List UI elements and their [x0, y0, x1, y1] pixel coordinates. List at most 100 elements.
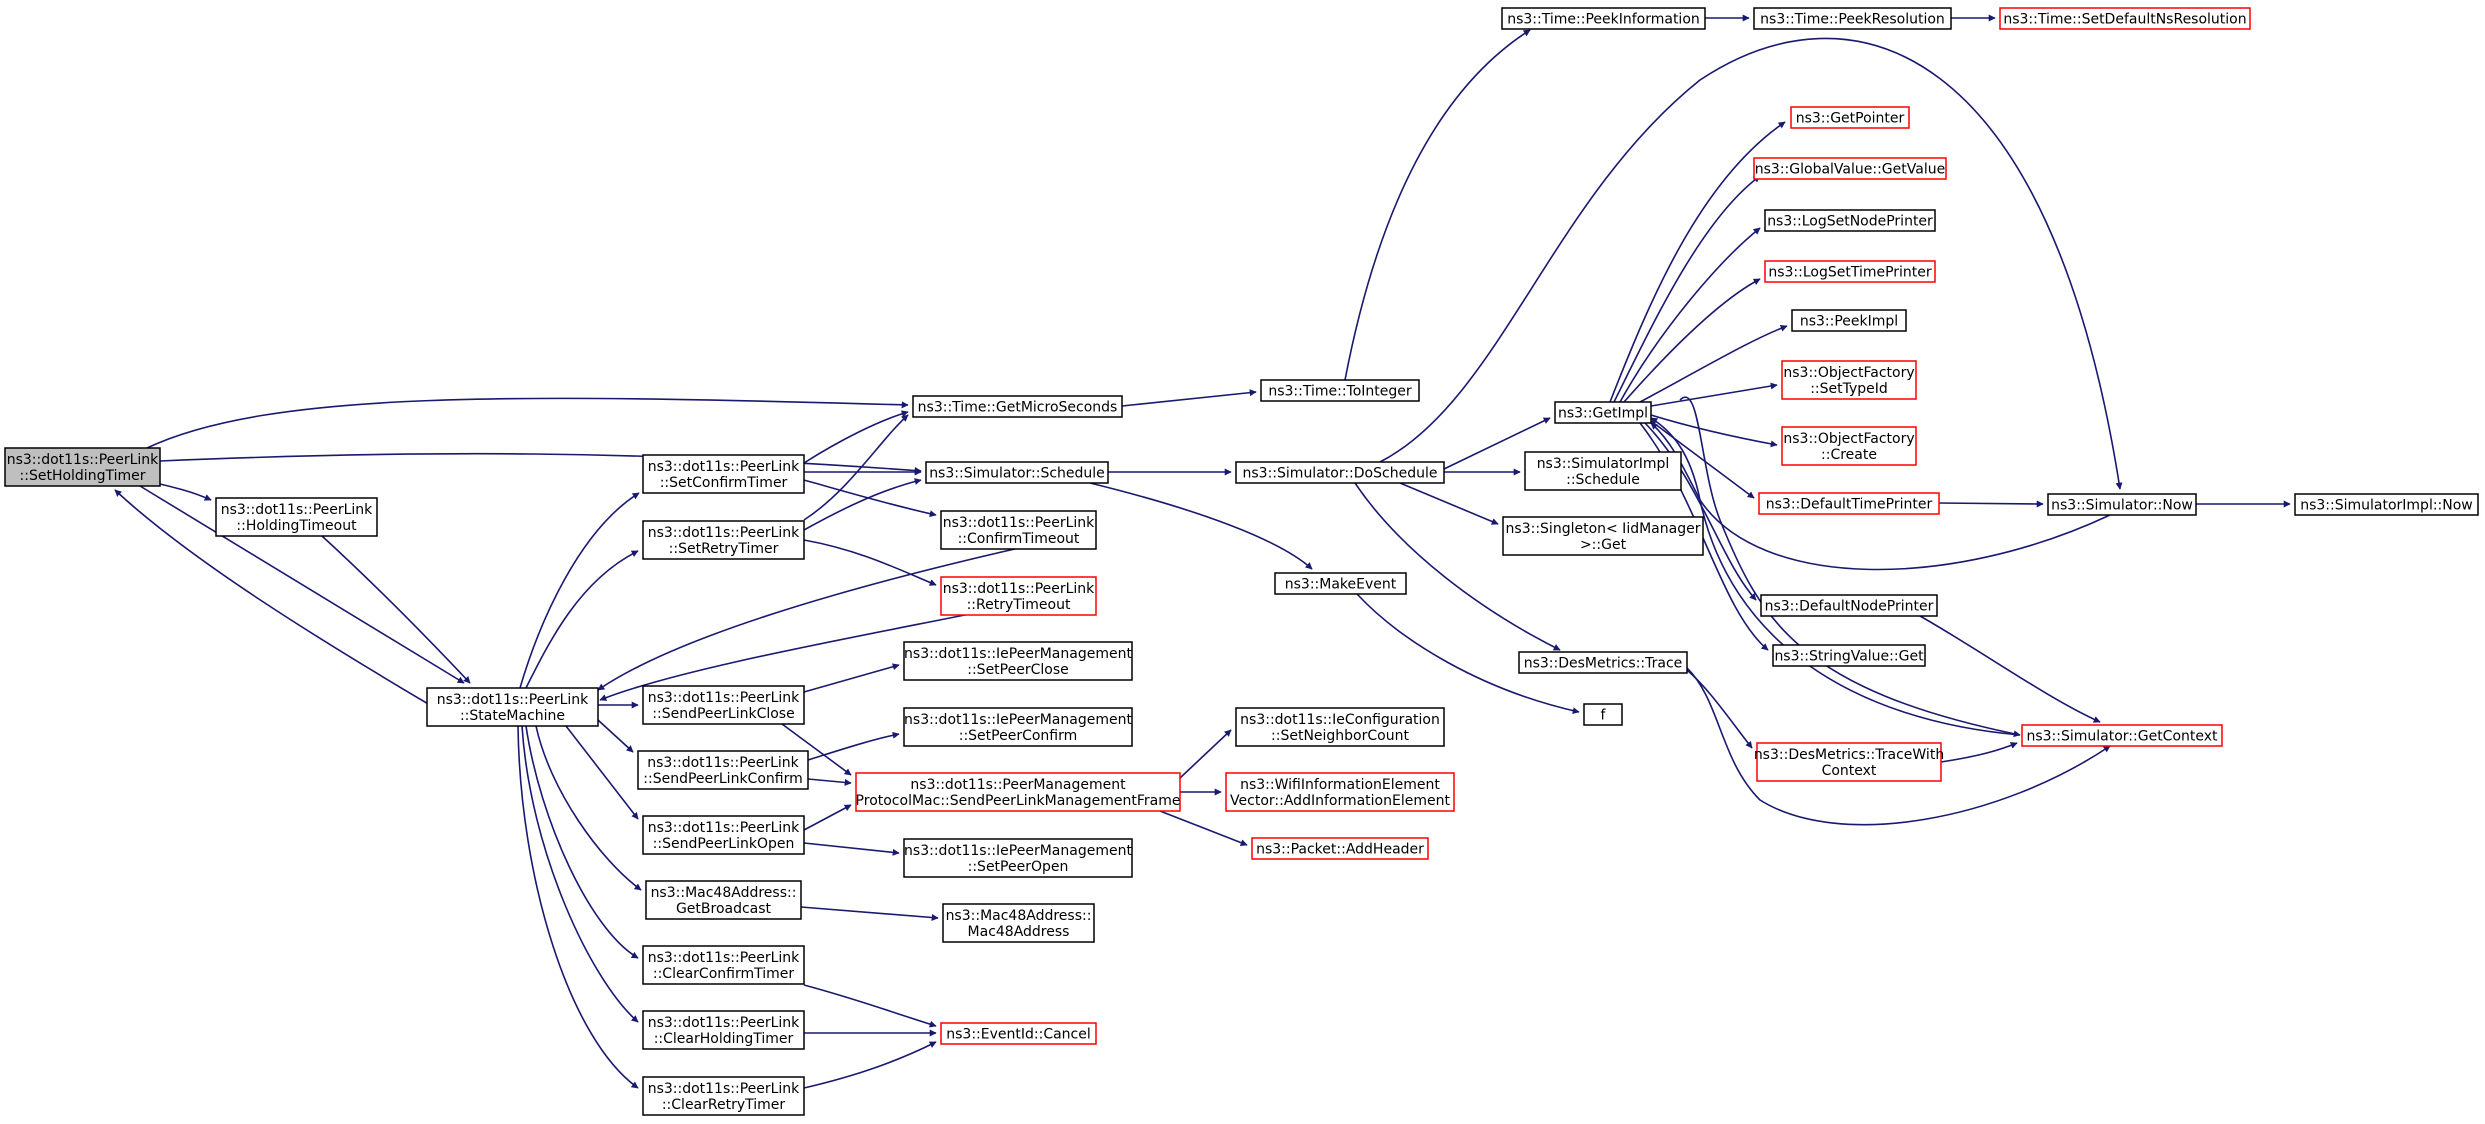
node-setneighbor[interactable]: ns3::dot11s::IeConfiguration::SetNeighbo…	[1235, 707, 1445, 747]
node-box[interactable]	[426, 687, 599, 727]
node-stringvalue[interactable]: ns3::StringValue::Get	[1772, 644, 1926, 667]
node-simnow[interactable]: ns3::Simulator::Now	[2047, 493, 2197, 516]
node-box[interactable]	[1251, 837, 1429, 860]
node-box[interactable]	[1753, 7, 1952, 30]
node-root[interactable]: ns3::dot11s::PeerLink::SetHoldingTimer	[4, 447, 161, 487]
node-getcontext[interactable]: ns3::Simulator::GetContext	[2021, 724, 2223, 747]
node-setpeeropen[interactable]: ns3::dot11s::IePeerManagement::SetPeerOp…	[903, 838, 1133, 878]
node-box[interactable]	[1758, 492, 1940, 515]
node-logtime[interactable]: ns3::LogSetTimePrinter	[1764, 260, 1936, 283]
node-box[interactable]	[4, 447, 161, 487]
node-schedule[interactable]: ns3::Simulator::Schedule	[925, 461, 1109, 484]
node-sendconfirm[interactable]: ns3::dot11s::PeerLink::SendPeerLinkConfi…	[637, 750, 809, 790]
node-ofsettypeid[interactable]: ns3::ObjectFactory::SetTypeId	[1781, 360, 1917, 400]
node-box[interactable]	[642, 815, 805, 855]
node-box[interactable]	[903, 641, 1133, 681]
node-defnodeprinter[interactable]: ns3::DefaultNodePrinter	[1760, 594, 1938, 617]
node-peekinfo[interactable]: ns3::Time::PeekInformation	[1501, 7, 1706, 30]
node-tointeger[interactable]: ns3::Time::ToInteger	[1260, 379, 1420, 402]
node-box[interactable]	[1791, 309, 1907, 332]
node-pmpsend[interactable]: ns3::dot11s::PeerManagementProtocolMac::…	[855, 772, 1181, 812]
node-box[interactable]	[637, 750, 809, 790]
node-ofcreate[interactable]: ns3::ObjectFactory::Create	[1781, 426, 1917, 466]
node-desmetricstrace[interactable]: ns3::DesMetrics::Trace	[1518, 651, 1688, 674]
node-singleton[interactable]: ns3::Singleton< IidManager >::Get	[1502, 516, 1704, 556]
node-box[interactable]	[642, 1076, 805, 1116]
node-clearretry[interactable]: ns3::dot11s::PeerLink::ClearRetryTimer	[642, 1076, 805, 1116]
node-peekres[interactable]: ns3::Time::PeekResolution	[1753, 7, 1952, 30]
node-setpeerclose[interactable]: ns3::dot11s::IePeerManagement::SetPeerCl…	[903, 641, 1133, 681]
node-makeevent[interactable]: ns3::MakeEvent	[1274, 572, 1407, 595]
node-mac48[interactable]: ns3::Mac48Address::Mac48Address	[942, 903, 1095, 943]
node-getimpl[interactable]: ns3::GetImpl	[1554, 401, 1652, 424]
node-globalvalue[interactable]: ns3::GlobalValue::GetValue	[1753, 157, 1947, 180]
node-box[interactable]	[1764, 260, 1936, 283]
node-box[interactable]	[903, 707, 1133, 747]
node-retrytimeout[interactable]: ns3::dot11s::PeerLink::RetryTimeout	[940, 576, 1097, 616]
node-getpointer[interactable]: ns3::GetPointer	[1790, 106, 1910, 129]
node-box[interactable]	[2294, 493, 2479, 516]
node-box[interactable]	[1790, 106, 1910, 129]
node-simimplschedule[interactable]: ns3::SimulatorImpl::Schedule	[1524, 451, 1682, 491]
node-box[interactable]	[645, 880, 802, 920]
node-holdingtimeout[interactable]: ns3::dot11s::PeerLink::HoldingTimeout	[215, 497, 378, 537]
node-box[interactable]	[2021, 724, 2223, 747]
node-box[interactable]	[1554, 401, 1652, 424]
node-getbroadcast[interactable]: ns3::Mac48Address::GetBroadcast	[645, 880, 802, 920]
node-setconfirmtimer[interactable]: ns3::dot11s::PeerLink::SetConfirmTimer	[642, 454, 805, 494]
node-box[interactable]	[1764, 209, 1936, 232]
node-box[interactable]	[1781, 426, 1917, 466]
node-box[interactable]	[642, 945, 805, 985]
node-clearconfirm[interactable]: ns3::dot11s::PeerLink::ClearConfirmTimer	[642, 945, 805, 985]
node-box[interactable]	[1274, 572, 1407, 595]
node-box[interactable]	[940, 510, 1097, 550]
node-box[interactable]	[642, 1010, 805, 1050]
node-setdefres[interactable]: ns3::Time::SetDefaultNsResolution	[1999, 7, 2251, 30]
node-box[interactable]	[1518, 651, 1688, 674]
node-f[interactable]: f	[1583, 703, 1623, 726]
node-statemachine[interactable]: ns3::dot11s::PeerLink::StateMachine	[426, 687, 599, 727]
node-box[interactable]	[642, 685, 805, 725]
node-lognode[interactable]: ns3::LogSetNodePrinter	[1764, 209, 1936, 232]
node-box[interactable]	[2047, 493, 2197, 516]
node-confirmtimeout[interactable]: ns3::dot11s::PeerLink::ConfirmTimeout	[940, 510, 1097, 550]
node-addheader[interactable]: ns3::Packet::AddHeader	[1251, 837, 1429, 860]
node-box[interactable]	[642, 520, 805, 560]
node-box[interactable]	[1260, 379, 1420, 402]
node-addinfo[interactable]: ns3::WifiInformationElementVector::AddIn…	[1225, 772, 1455, 812]
node-box[interactable]	[1501, 7, 1706, 30]
node-box[interactable]	[940, 1022, 1097, 1045]
node-sendclose[interactable]: ns3::dot11s::PeerLink::SendPeerLinkClose	[642, 685, 805, 725]
node-deftimeprinter[interactable]: ns3::DefaultTimePrinter	[1758, 492, 1940, 515]
node-box[interactable]	[1225, 772, 1455, 812]
node-box[interactable]	[1524, 451, 1682, 491]
node-sendopen[interactable]: ns3::dot11s::PeerLink::SendPeerLinkOpen	[642, 815, 805, 855]
node-box[interactable]	[215, 497, 378, 537]
node-box[interactable]	[1760, 594, 1938, 617]
node-box[interactable]	[1756, 742, 1942, 782]
node-box[interactable]	[1999, 7, 2251, 30]
node-box[interactable]	[1772, 644, 1926, 667]
node-box[interactable]	[942, 903, 1095, 943]
node-peekimpl[interactable]: ns3::PeekImpl	[1791, 309, 1907, 332]
node-setretrytimer[interactable]: ns3::dot11s::PeerLink::SetRetryTimer	[642, 520, 805, 560]
node-box[interactable]	[1235, 707, 1445, 747]
node-box[interactable]	[940, 576, 1097, 616]
node-doschedule[interactable]: ns3::Simulator::DoSchedule	[1235, 461, 1445, 484]
node-box[interactable]	[1781, 360, 1917, 400]
node-box[interactable]	[1235, 461, 1445, 484]
node-box[interactable]	[912, 395, 1123, 418]
node-box[interactable]	[1753, 157, 1947, 180]
node-box[interactable]	[1502, 516, 1704, 556]
node-getmicro[interactable]: ns3::Time::GetMicroSeconds	[912, 395, 1123, 418]
node-box[interactable]	[642, 454, 805, 494]
node-cancel[interactable]: ns3::EventId::Cancel	[940, 1022, 1097, 1045]
node-box[interactable]	[855, 772, 1181, 812]
node-box[interactable]	[1583, 703, 1623, 726]
node-setpeerconfirm[interactable]: ns3::dot11s::IePeerManagement::SetPeerCo…	[903, 707, 1133, 747]
node-simimplnow[interactable]: ns3::SimulatorImpl::Now	[2294, 493, 2479, 516]
node-clearholding[interactable]: ns3::dot11s::PeerLink::ClearHoldingTimer	[642, 1010, 805, 1050]
node-box[interactable]	[903, 838, 1133, 878]
node-box[interactable]	[925, 461, 1109, 484]
